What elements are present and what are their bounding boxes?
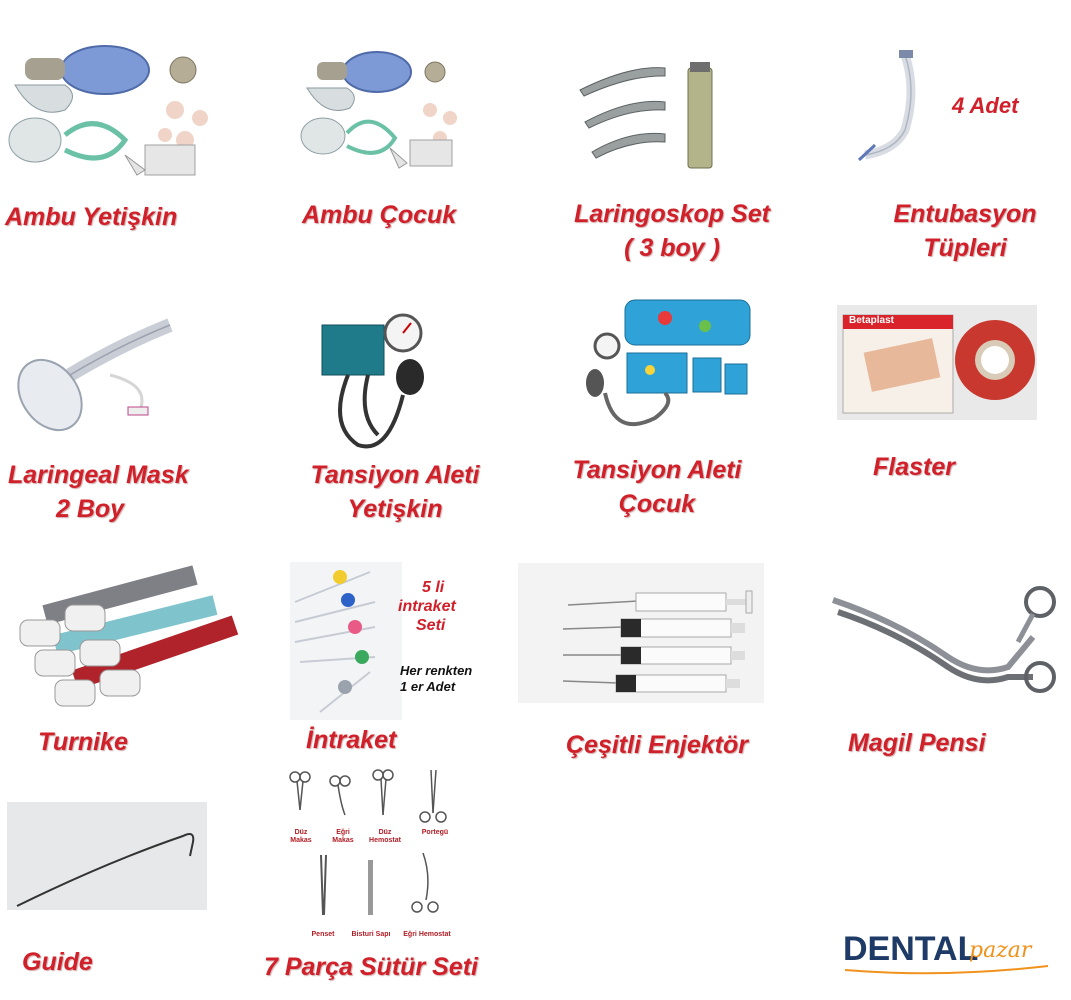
caption-guide: Guide [22,945,93,979]
bp-child-image [585,298,755,443]
tool-label: Düz Hemostat [369,829,401,844]
tool-label: Bisturi Sapı [351,931,391,938]
ambu-adult-image [5,40,230,180]
plaster-brand: Betaplast [849,315,895,326]
caption-magill: Magil Pensi [848,726,986,760]
note-line: Her renkten [400,663,473,678]
dentalpazar-logo: DENTAL pazar [843,930,1053,980]
caption-line: Tansiyon Aleti [310,461,480,489]
syringes-image [518,563,764,703]
intraket-image [290,562,402,720]
ambu-child-image [295,48,475,173]
guide-image [7,802,207,910]
caption-laryngeal-mask: Laringeal Mask 2 Boy [8,458,189,526]
caption-line: Turnike [38,728,128,756]
caption-line: Laringeal Mask [8,461,189,489]
caption-laryngoscope: Laringoskop Set ( 3 boy ) [556,197,788,265]
note-4-adet: 4 Adet [952,93,1019,118]
caption-intubation: Entubasyon Tüpleri [870,197,1060,265]
caption-bp-adult: Tansiyon Aleti Yetişkin [290,458,500,526]
caption-line: 7 Parça Sütür Seti [264,953,478,981]
caption-ambu-adult: Ambu Yetişkin [5,200,177,234]
caption-line: Tüpleri [923,234,1007,262]
note-line: 1 er Adet [400,679,456,694]
tool-label: Penset [311,931,335,938]
note-line: Seti [416,617,446,634]
caption-syringes: Çeşitli Enjektör [566,728,748,762]
caption-line: Çeşitli Enjektör [566,731,748,759]
tourniquet-image [15,565,240,725]
caption-line: İntraket [306,726,397,754]
laryngeal-mask-image [10,315,190,440]
intraket-sub-note: Her renkten 1 er Adet [400,663,472,695]
caption-line: Flaster [873,453,955,481]
tool-label: Düz Makas [290,829,312,844]
caption-line: ( 3 boy ) [624,234,720,262]
laryngoscope-image [570,60,750,180]
tool-label: Eğri Makas [332,829,354,844]
magill-forceps-image [828,582,1058,697]
logo-script-text: pazar [969,938,1032,963]
logo-swoosh-icon [844,965,1049,975]
caption-suture: 7 Parça Sütür Seti [264,950,478,984]
plaster-image: Betaplast [837,305,1037,420]
note-line: 5 li [422,579,445,596]
intraket-note: 5 li intraket Seti [398,578,456,635]
caption-line: Tansiyon Aleti [572,456,742,484]
tool-label: Eğri Hemostat [403,931,451,938]
caption-line: Guide [22,948,93,976]
bp-adult-image [318,305,468,455]
caption-tourniquet: Turnike [38,725,128,759]
caption-intraket: İntraket [306,723,396,757]
tool-label: Portegü [421,829,449,836]
logo-main-text: DENTAL [843,930,979,968]
caption-ambu-child: Ambu Çocuk [302,198,456,232]
caption-bp-child: Tansiyon Aleti Çocuk [552,453,762,521]
suture-set-image: Düz Makas Eğri Makas Düz Hemostat Porteg… [283,765,463,945]
caption-line: Entubasyon [893,200,1037,228]
caption-line: 2 Boy [56,495,125,523]
caption-plaster: Flaster [873,450,955,484]
caption-line: Laringoskop Set [574,200,770,228]
caption-line: Ambu Çocuk [302,201,457,229]
caption-line: Yetişkin [347,495,443,523]
caption-line: Magil Pensi [848,729,986,757]
caption-line: Çocuk [618,490,696,518]
caption-line: Ambu Yetişkin [5,203,178,231]
intubation-tube-image [855,50,935,165]
note-line: intraket [398,598,456,615]
